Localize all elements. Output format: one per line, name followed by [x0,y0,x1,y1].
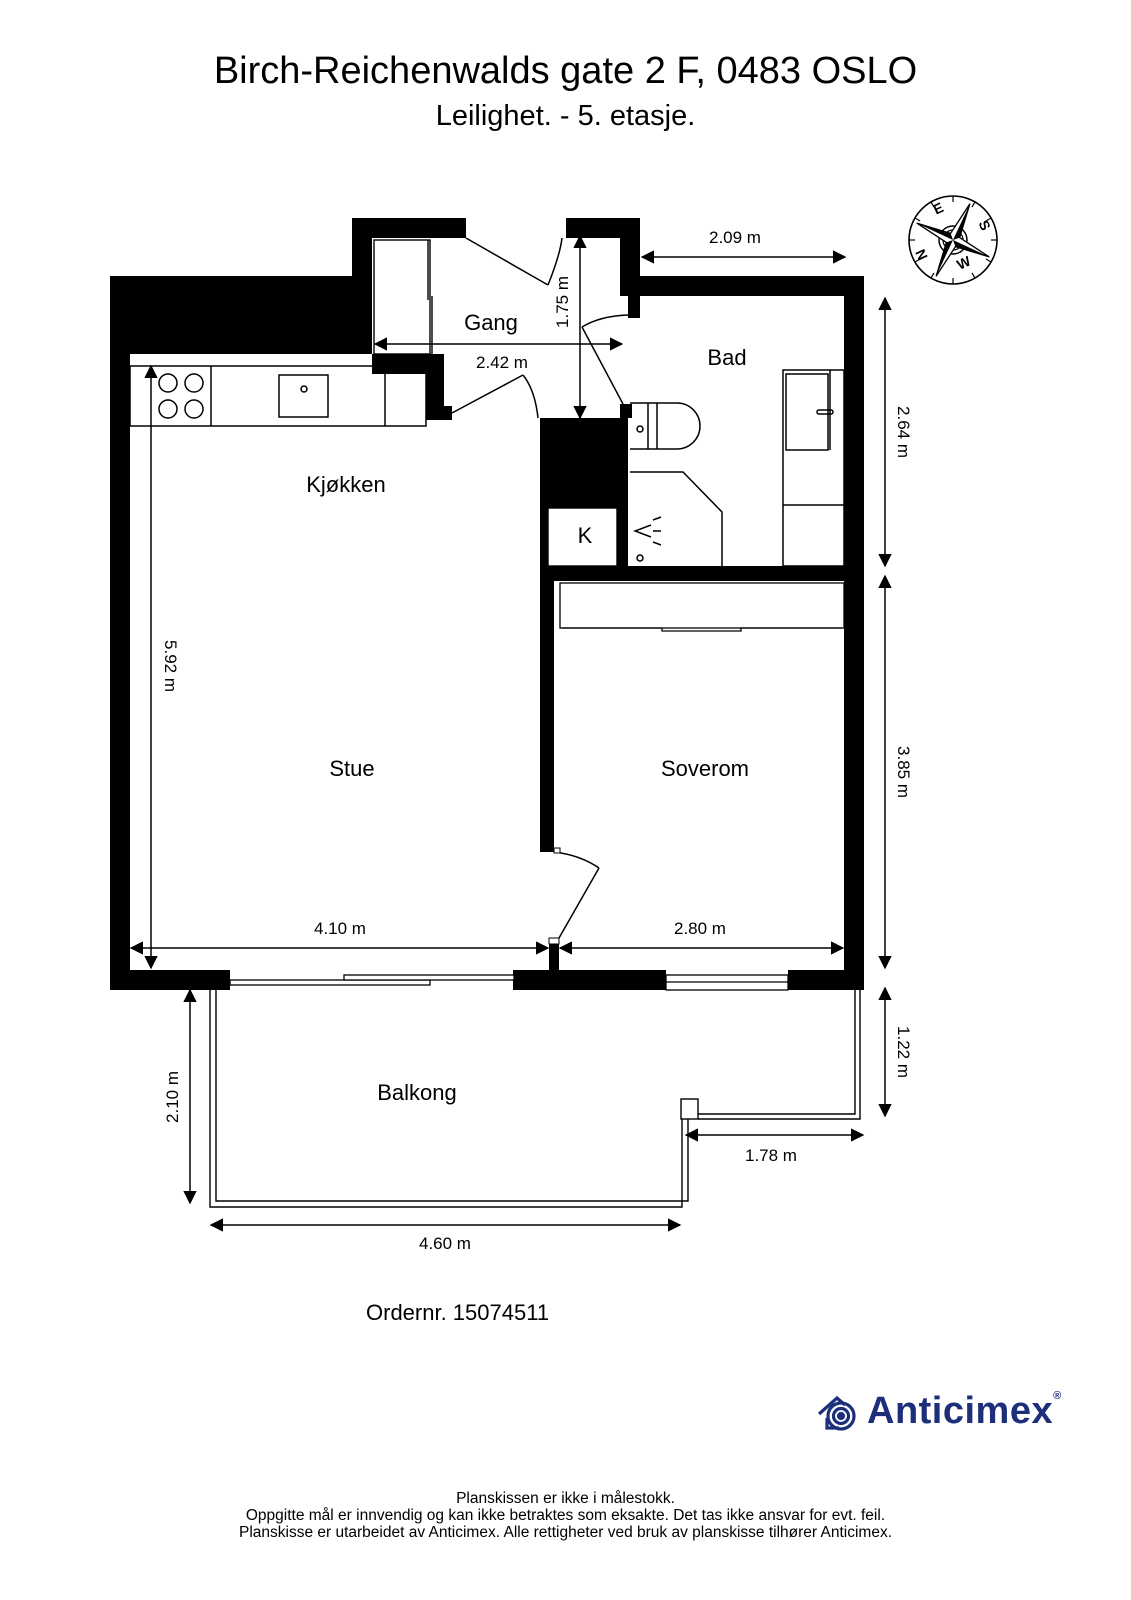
dim-balkong-width: 4.60 m [419,1234,471,1253]
compass-rose-icon: E S N W [908,195,998,285]
svg-text:E: E [931,199,946,217]
room-label-soverom: Soverom [661,756,749,781]
dimension-lines [129,234,892,1232]
dim-stue-width: 4.10 m [314,919,366,938]
anticimex-logo: Anticimex® [815,1390,1062,1433]
soverom-wardrobe [559,582,845,632]
address-title: Birch-Reichenwalds gate 2 F, 0483 OSLO [213,50,918,92]
footer-line-3: Planskisse er utarbeidet av Anticimex. A… [238,1524,892,1541]
room-label-bad: Bad [707,345,746,370]
balcony-railing [209,990,861,1208]
storage-k-box [547,507,618,567]
svg-text:S: S [975,218,993,233]
walls [110,218,864,990]
dim-balkong-right-height: 1.22 m [894,1026,913,1078]
room-label-balkong: Balkong [377,1080,457,1105]
footer-line-1: Planskissen er ikke i målestokk. [456,1490,675,1507]
floor-subtitle: Leilighet. - 5. etasje. [435,100,696,132]
sliding-door-stue [229,974,515,986]
dim-bad-height: 2.64 m [894,406,913,458]
dim-balkong-right-width: 1.78 m [745,1146,797,1165]
dim-bad-width: 2.09 m [709,228,761,247]
dim-soverom-height: 3.85 m [894,746,913,798]
room-label-gang: Gang [464,310,518,335]
order-number: Ordernr. 15074511 [366,1300,550,1325]
room-label-k: K [578,523,593,548]
disclaimer-footer: Planskissen er ikke i målestokk. Oppgitt… [0,1490,1131,1541]
svg-text:W: W [954,252,973,272]
kitchen-counter [129,365,427,427]
dim-soverom-width: 2.80 m [674,919,726,938]
dim-gang-height: 1.75 m [553,276,572,328]
bathroom-fixtures [630,369,845,567]
anticimex-logo-icon [817,1395,856,1431]
window-soverom [665,974,789,991]
dim-balkong-height: 2.10 m [163,1071,182,1123]
footer-line-2: Oppgitte mål er innvendig og kan ikke be… [245,1507,886,1524]
dim-stue-height: 5.92 m [161,640,180,692]
room-label-kjokken: Kjøkken [306,472,385,497]
gang-wardrobe [373,239,433,355]
dim-gang-width: 2.42 m [476,353,528,372]
room-label-stue: Stue [329,756,374,781]
anticimex-wordmark: Anticimex® [867,1390,1062,1432]
svg-text:N: N [912,247,931,263]
